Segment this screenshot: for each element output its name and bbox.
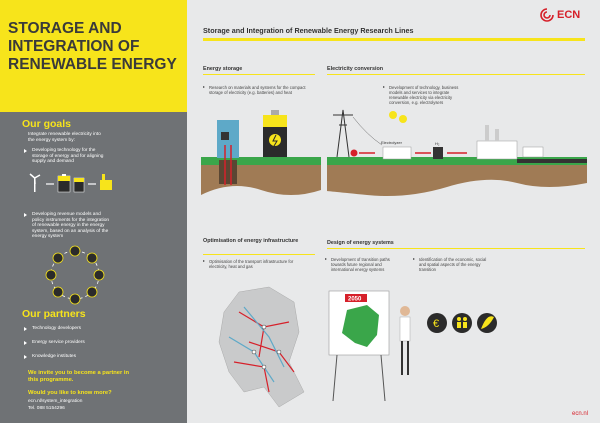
h2-tank bbox=[433, 147, 443, 159]
h2-label: H₂ bbox=[435, 141, 440, 146]
partner-item-1: Technology developers bbox=[23, 326, 82, 331]
euro-icon: € bbox=[427, 313, 447, 333]
partner-item-2: Energy service providers bbox=[24, 340, 85, 345]
factory-icon-2 bbox=[69, 293, 81, 305]
main-area: Storage and Integration of Renewable Ene… bbox=[187, 0, 600, 423]
panel-desc-infrastructure: Optimisation of the transport infrastruc… bbox=[203, 259, 309, 269]
people-icon bbox=[452, 313, 472, 333]
ecn-logo-text: ECN bbox=[557, 9, 581, 21]
battery-icon bbox=[57, 174, 71, 193]
euro-icon bbox=[45, 269, 57, 281]
battery-icon-2 bbox=[73, 177, 85, 193]
goal-item-2: Developing revenue models and policy ins… bbox=[24, 212, 114, 240]
invite-text: We invite you to become a partner in thi… bbox=[28, 370, 130, 383]
contact-phone: Tel. 088 5154296 bbox=[28, 406, 65, 411]
sun-icon bbox=[389, 111, 397, 119]
svg-text:€: € bbox=[433, 318, 439, 330]
partners-title: Our partners bbox=[22, 308, 86, 320]
infrastructure-map bbox=[218, 286, 305, 408]
wind-turbine-icon bbox=[29, 173, 41, 192]
panel-desc-design-2: Identification of the economic, social a… bbox=[413, 257, 487, 272]
footer-link[interactable]: ecn.nl bbox=[571, 411, 588, 417]
connector-icon bbox=[350, 149, 358, 157]
goals-intro: Integrate renewable electricity into the… bbox=[28, 132, 101, 143]
sidebar-header: STORAGE AND INTEGRATION OF RENEWABLE ENE… bbox=[0, 0, 187, 112]
design-illustration: 2050 € bbox=[328, 290, 497, 402]
panel-line bbox=[327, 74, 585, 75]
sun-icon bbox=[86, 252, 98, 264]
year-label: 2050 bbox=[348, 297, 362, 303]
panel-title-infrastructure: Optimisation of energy infrastructure bbox=[203, 238, 299, 244]
goals-title: Our goals bbox=[22, 118, 72, 130]
conversion-illustration: Electrolyzer H₂ bbox=[327, 109, 587, 196]
panel-title-design: Design of energy systems bbox=[327, 240, 394, 246]
electrolyzer-label: Electrolyzer bbox=[381, 140, 403, 145]
panel-desc-conversion: Development of technology, business mode… bbox=[383, 85, 469, 105]
factory-icon bbox=[100, 174, 112, 190]
presenter-figure bbox=[399, 306, 411, 375]
panel-line bbox=[203, 74, 315, 75]
battery-icon-3 bbox=[86, 286, 98, 298]
main-title: Storage and Integration of Renewable Ene… bbox=[203, 26, 414, 35]
leaf-icon bbox=[52, 286, 64, 298]
contact-link[interactable]: ecn.nl/system_integration bbox=[28, 399, 83, 404]
storage-illustration bbox=[201, 110, 321, 195]
partner-item-3: Knowledge institutes bbox=[24, 354, 76, 359]
energy-cycle-diagram bbox=[45, 245, 105, 305]
netherlands-map bbox=[342, 305, 379, 347]
panel-title-conversion: Electricity conversion bbox=[327, 66, 384, 72]
sidebar-title: STORAGE AND INTEGRATION OF RENEWABLE ENE… bbox=[8, 20, 177, 73]
lightning-icon bbox=[93, 269, 105, 281]
ecn-logo: ECN bbox=[540, 8, 580, 22]
panel-line bbox=[327, 248, 585, 249]
truck-icon bbox=[522, 146, 544, 158]
goals-icons-row bbox=[29, 173, 112, 193]
panel-desc-storage: Research on materials and systems for th… bbox=[203, 85, 309, 95]
lightning-icon bbox=[269, 134, 281, 146]
panel-title-storage: Energy storage bbox=[203, 66, 243, 72]
sun-icon-2 bbox=[399, 115, 407, 123]
goal-item-1: Developing technology for the storage of… bbox=[24, 148, 112, 165]
flame-icon bbox=[52, 252, 64, 264]
house-icon bbox=[69, 245, 81, 257]
sidebar: STORAGE AND INTEGRATION OF RENEWABLE ENE… bbox=[0, 0, 187, 423]
panel-line bbox=[203, 254, 315, 255]
panel-desc-design-1: Development of transition paths towards … bbox=[325, 257, 399, 272]
know-more-text: Would you like to know more? bbox=[28, 390, 112, 396]
ecn-logo-icon bbox=[540, 8, 554, 22]
title-underline bbox=[203, 38, 585, 41]
pylon-icon bbox=[333, 109, 353, 158]
electrolyzer-box bbox=[382, 146, 412, 160]
leaf-icon bbox=[477, 313, 497, 333]
factory-illustration bbox=[476, 125, 518, 160]
